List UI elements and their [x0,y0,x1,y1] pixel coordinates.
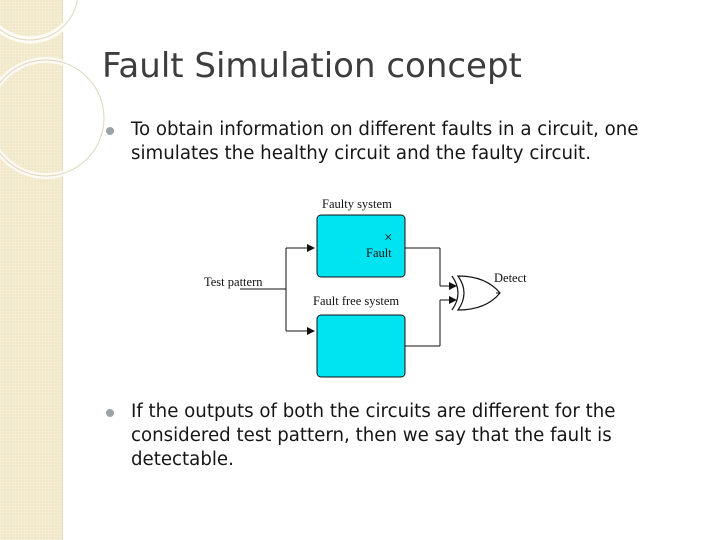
fault-free-system-label: Fault free system [313,294,399,308]
bullet-marker [106,409,114,417]
bullet-marker [106,127,114,135]
decorative-side-band [0,0,63,540]
bullet-item: If the outputs of both the circuits are … [106,400,696,472]
decorative-rings [0,0,107,179]
fault-simulation-diagram: Faulty system × Fault Fault free system … [204,197,527,378]
xor-gate-back-curve [451,275,459,311]
slide-title: Fault Simulation concept [102,46,522,86]
bullet-text: If the outputs of both the circuits are … [131,401,616,470]
fault-marker-icon: × [384,230,392,246]
test-pattern-label: Test pattern [204,275,263,289]
detect-label: Detect [494,271,527,285]
fault-free-system-box [316,314,406,378]
xor-gate-body [456,275,501,311]
bullet-text: To obtain information on different fault… [131,119,639,164]
bullet-item: To obtain information on different fault… [106,118,696,166]
faulty-system-label: Faulty system [322,197,392,211]
faulty-system-box [316,214,406,278]
fault-label: Fault [366,246,392,260]
